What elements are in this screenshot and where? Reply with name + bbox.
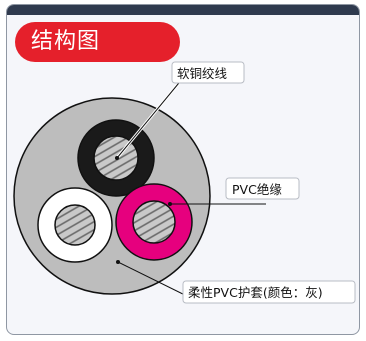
insulation-label-box (225, 177, 300, 200)
core-white-conductor (55, 205, 95, 245)
core-magenta-conductor (133, 201, 175, 243)
sheath-label: 柔性PVC护套(颜色：灰) (188, 285, 323, 300)
conductor-label: 软铜绞线 (177, 66, 228, 81)
insulation-label: PVC绝缘 (232, 182, 282, 197)
top-bar (7, 5, 359, 15)
sheath-label-box (182, 280, 356, 304)
diagram-title: 结构图 (15, 22, 180, 62)
conductor-label-box (171, 61, 245, 84)
